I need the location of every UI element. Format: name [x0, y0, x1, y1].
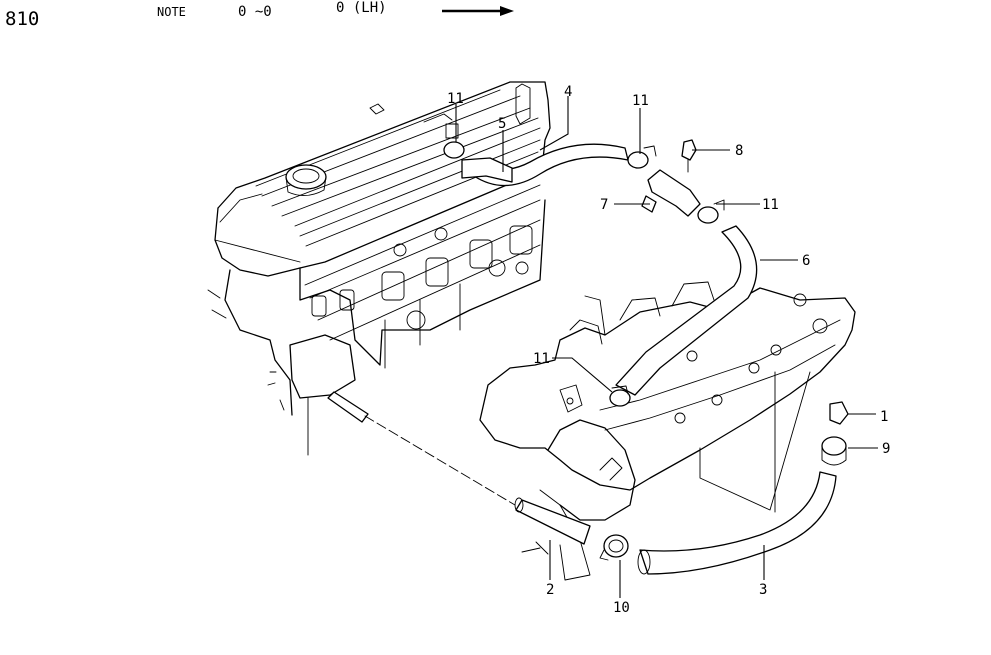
clamp-9	[821, 436, 847, 466]
callout-10: 10	[613, 600, 630, 616]
callout-3: 3	[759, 582, 767, 598]
clamp-10	[599, 534, 629, 561]
callout-6: 6	[802, 253, 810, 269]
sensor-1	[829, 401, 849, 425]
fitting-8	[681, 139, 697, 173]
callout-4: 4	[564, 84, 572, 100]
callout-1: 1	[880, 409, 888, 425]
hose-5	[461, 157, 513, 183]
intake-manifold	[479, 281, 856, 581]
callout-11-c: 11	[762, 197, 779, 213]
callout-2: 2	[546, 582, 554, 598]
bypass-pipe	[327, 391, 516, 506]
connector-7	[641, 169, 701, 217]
callout-11-b: 11	[632, 93, 649, 109]
callout-5: 5	[498, 116, 506, 132]
hose-6	[615, 225, 758, 396]
note-label: NOTE	[157, 5, 186, 19]
callout-9: 9	[882, 441, 890, 457]
engine-block	[207, 81, 551, 456]
clamp-11-c	[697, 199, 725, 224]
clamp-11-b	[627, 145, 657, 169]
callout-11-a: 11	[447, 91, 464, 107]
direction-arrow-icon	[442, 6, 514, 16]
clamp-11-a	[443, 123, 465, 159]
page-number: 810	[5, 8, 39, 30]
range-text: 0 ~0	[238, 4, 272, 20]
hose-3	[637, 471, 837, 575]
leader-lines	[455, 96, 878, 598]
clamp-11-d	[609, 385, 631, 407]
callout-7: 7	[600, 197, 608, 213]
side-text: 0 (LH)	[336, 0, 387, 16]
callout-11-d: 11	[533, 351, 550, 367]
callout-8: 8	[735, 143, 743, 159]
hose-2	[514, 497, 591, 555]
